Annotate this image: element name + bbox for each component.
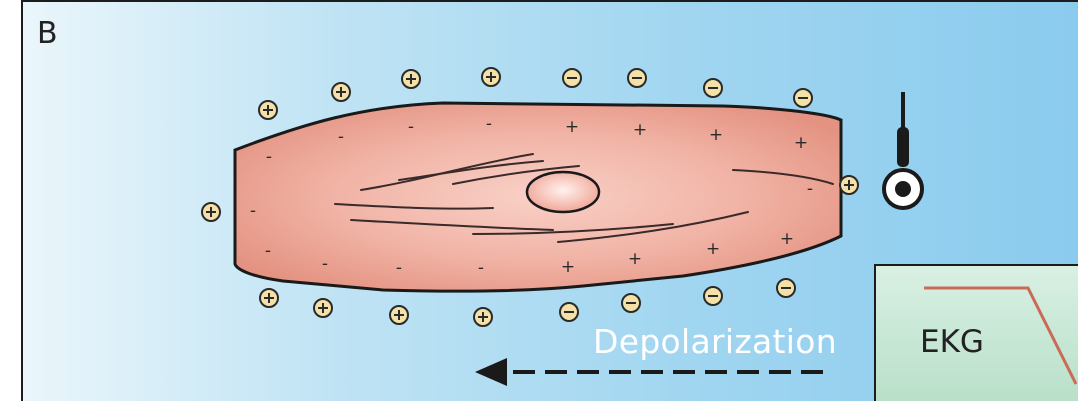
electrode-icon xyxy=(884,92,922,208)
depolarization-arrow xyxy=(475,358,823,386)
positive-ion-icon xyxy=(390,306,408,324)
ekg-inset: EKG xyxy=(874,264,1078,401)
inner-charge-left: - xyxy=(250,201,256,221)
negative-ion-icon xyxy=(622,294,640,312)
inner-charge: - xyxy=(478,258,484,278)
inner-charge: - xyxy=(338,127,344,147)
diagram-panel: B ----+++ xyxy=(21,0,1078,401)
depolarization-label: Depolarization xyxy=(593,322,837,361)
negative-ion-icon xyxy=(704,287,722,305)
inner-charge: + xyxy=(709,125,723,145)
inner-charge: - xyxy=(408,117,414,137)
inner-charge: - xyxy=(322,254,328,274)
inner-charge: + xyxy=(706,239,720,259)
inner-charge: + xyxy=(633,120,647,140)
inner-charge: - xyxy=(266,147,272,167)
negative-ion-icon xyxy=(560,303,578,321)
positive-ion-icon xyxy=(402,70,420,88)
positive-ion-icon xyxy=(202,203,220,221)
positive-ion-icon xyxy=(314,299,332,317)
inner-charge: - xyxy=(486,114,492,134)
negative-ion-icon xyxy=(777,279,795,297)
negative-ion-icon xyxy=(704,79,722,97)
inner-charge: + xyxy=(561,257,575,277)
ekg-trace xyxy=(876,266,1078,401)
inner-charge: + xyxy=(794,133,808,153)
inner-charge: + xyxy=(565,117,579,137)
cell-nucleus xyxy=(527,172,599,212)
positive-ion-icon xyxy=(482,68,500,86)
positive-ion-icon xyxy=(474,308,492,326)
inner-charge: - xyxy=(265,241,271,261)
positive-ion-icon xyxy=(332,83,350,101)
positive-ion-icon xyxy=(840,176,858,194)
negative-ion-icon xyxy=(563,69,581,87)
positive-ion-icon xyxy=(259,101,277,119)
negative-ion-icon xyxy=(794,89,812,107)
inner-charge-tip: - xyxy=(807,179,813,199)
inner-charge: + xyxy=(780,229,794,249)
inner-charge: + xyxy=(628,249,642,269)
inner-charge: - xyxy=(396,258,402,278)
negative-ion-icon xyxy=(628,69,646,87)
positive-ion-icon xyxy=(260,289,278,307)
